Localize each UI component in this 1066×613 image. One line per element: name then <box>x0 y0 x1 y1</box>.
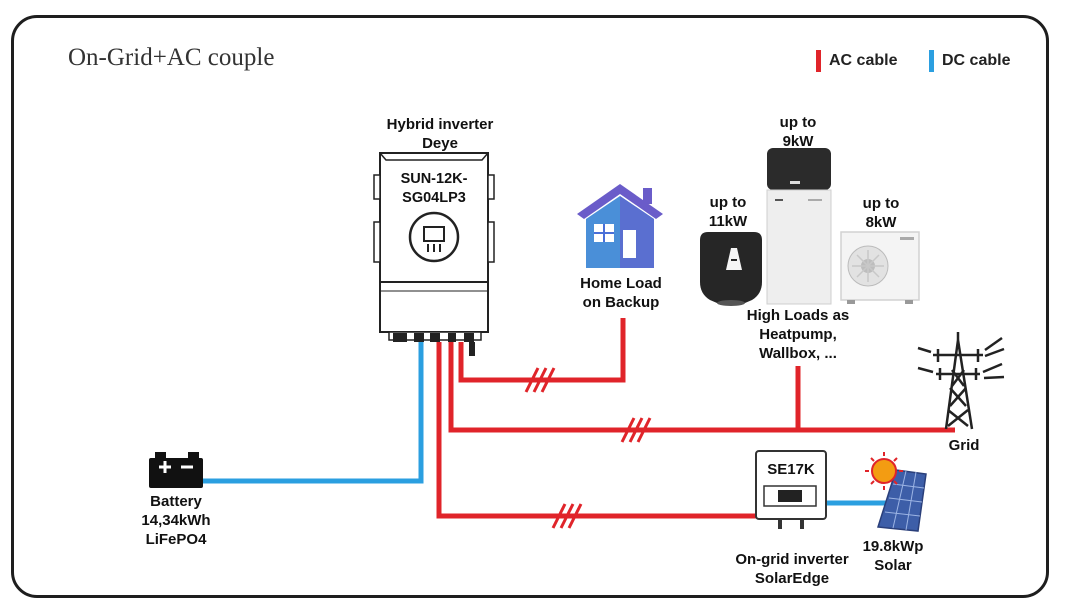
ongrid-inverter-label: On-grid inverter SolarEdge <box>735 551 849 587</box>
hybrid-inverter-title: Hybrid inverter Deye <box>386 116 494 152</box>
dc-cable-swatch <box>929 50 934 72</box>
high-loads-label: High Loads as Heatpump, Wallbox, ... <box>746 307 850 362</box>
legend-dc: DC cable <box>929 50 1010 72</box>
home-load-label: Home Load on Backup <box>580 275 662 311</box>
grid-label: Grid <box>948 437 980 454</box>
sun-icon <box>865 452 903 490</box>
solaredge-inverter-icon <box>755 450 827 529</box>
hybrid-inverter-model: SUN-12K- SG04LP3 <box>400 171 468 206</box>
cable-hash-marks <box>524 367 652 529</box>
ac-unit-icon <box>840 231 920 304</box>
home-icon <box>577 184 663 268</box>
ac-cable-home-load <box>458 318 626 383</box>
solar-panel-icon <box>877 469 927 532</box>
grid-pylon-icon <box>917 332 1005 430</box>
ac-cables <box>436 318 955 519</box>
battery-icon <box>149 452 203 488</box>
heatpump-icon <box>766 148 832 305</box>
dc-battery-cable <box>200 342 424 484</box>
wallbox-power-label: up to 11kW <box>708 194 748 230</box>
wallbox-icon <box>700 232 762 306</box>
heatpump-power-label: up to 9kW <box>779 114 817 150</box>
ac-cable-swatch <box>816 50 821 72</box>
ac-unit-power-label: up to 8kW <box>862 195 900 231</box>
ac-cable-grid <box>448 342 955 433</box>
hybrid-inverter-icon <box>373 152 495 356</box>
legend-ac-label: AC cable <box>829 52 898 69</box>
solar-label: 19.8kWp Solar <box>862 538 924 574</box>
legend-dc-label: DC cable <box>942 52 1011 69</box>
ac-cable-ongrid-inverter <box>436 342 760 519</box>
diagram-title: On-Grid+AC couple <box>68 44 275 71</box>
diagram-frame <box>11 15 1049 598</box>
ongrid-inverter-model: SE17K <box>767 461 815 478</box>
legend-ac: AC cable <box>816 50 897 72</box>
battery-label: Battery 14,34kWh LiFePO4 <box>141 493 211 548</box>
